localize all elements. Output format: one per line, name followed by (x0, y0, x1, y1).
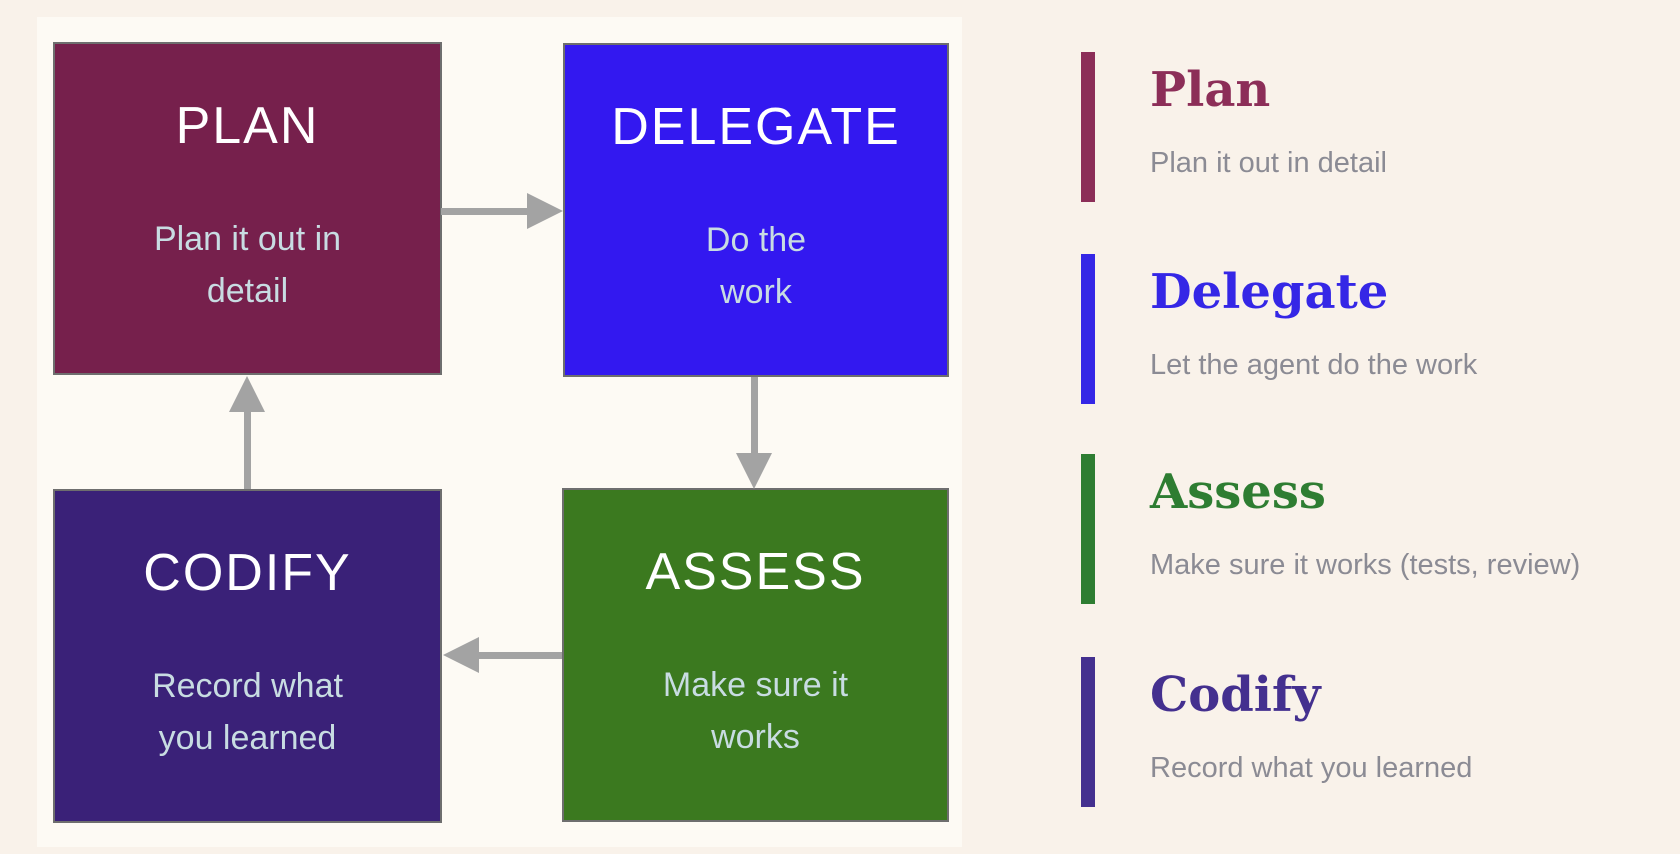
legend-title-delegate: Delegate (1150, 264, 1389, 320)
legend-description-delegate: Let the agent do the work (1150, 349, 1478, 381)
legend-item-assess: Assess Make sure it works (tests, review… (1081, 454, 1661, 604)
legend-item-delegate: Delegate Let the agent do the work (1081, 254, 1661, 404)
node-plan-subtitle: Plan it out in detail (153, 220, 342, 310)
legend-title-assess: Assess (1150, 464, 1326, 520)
legend-description-plan: Plan it out in detail (1150, 147, 1387, 179)
node-plan-title: PLAN (175, 97, 320, 155)
node-plan: PLAN Plan it out in detail (53, 42, 442, 375)
legend-bar-delegate (1081, 254, 1095, 404)
node-delegate-subtitle: Do the work (705, 221, 807, 311)
arrow-plan-to-delegate-head-icon (527, 193, 563, 229)
arrow-assess-to-codify-head-icon (443, 637, 479, 673)
arrow-delegate-to-assess-head-icon (736, 453, 772, 489)
node-assess-title: ASSESS (645, 543, 866, 601)
arrow-plan-to-delegate-shaft (441, 208, 527, 215)
legend-title-plan: Plan (1150, 62, 1271, 118)
legend-bar-assess (1081, 454, 1095, 604)
legend-bar-plan (1081, 52, 1095, 202)
arrow-codify-to-plan-shaft (244, 412, 251, 489)
node-assess-subtitle: Make sure it works (662, 666, 849, 756)
arrow-assess-to-codify-shaft (479, 652, 562, 659)
node-codify: CODIFY Record what you learned (53, 489, 442, 823)
arrow-delegate-to-assess-shaft (751, 377, 758, 453)
node-assess: ASSESS Make sure it works (562, 488, 949, 822)
legend-item-plan: Plan Plan it out in detail (1081, 52, 1661, 202)
legend-item-codify: Codify Record what you learned (1081, 657, 1661, 807)
node-delegate: DELEGATE Do the work (563, 43, 949, 377)
node-delegate-title: DELEGATE (611, 98, 901, 156)
legend-bar-codify (1081, 657, 1095, 807)
legend-description-assess: Make sure it works (tests, review) (1150, 549, 1581, 581)
legend-description-codify: Record what you learned (1150, 752, 1473, 784)
node-codify-subtitle: Record what you learned (152, 667, 343, 757)
node-codify-title: CODIFY (143, 544, 352, 602)
arrow-codify-to-plan-head-icon (229, 376, 265, 412)
legend-title-codify: Codify (1150, 667, 1321, 723)
